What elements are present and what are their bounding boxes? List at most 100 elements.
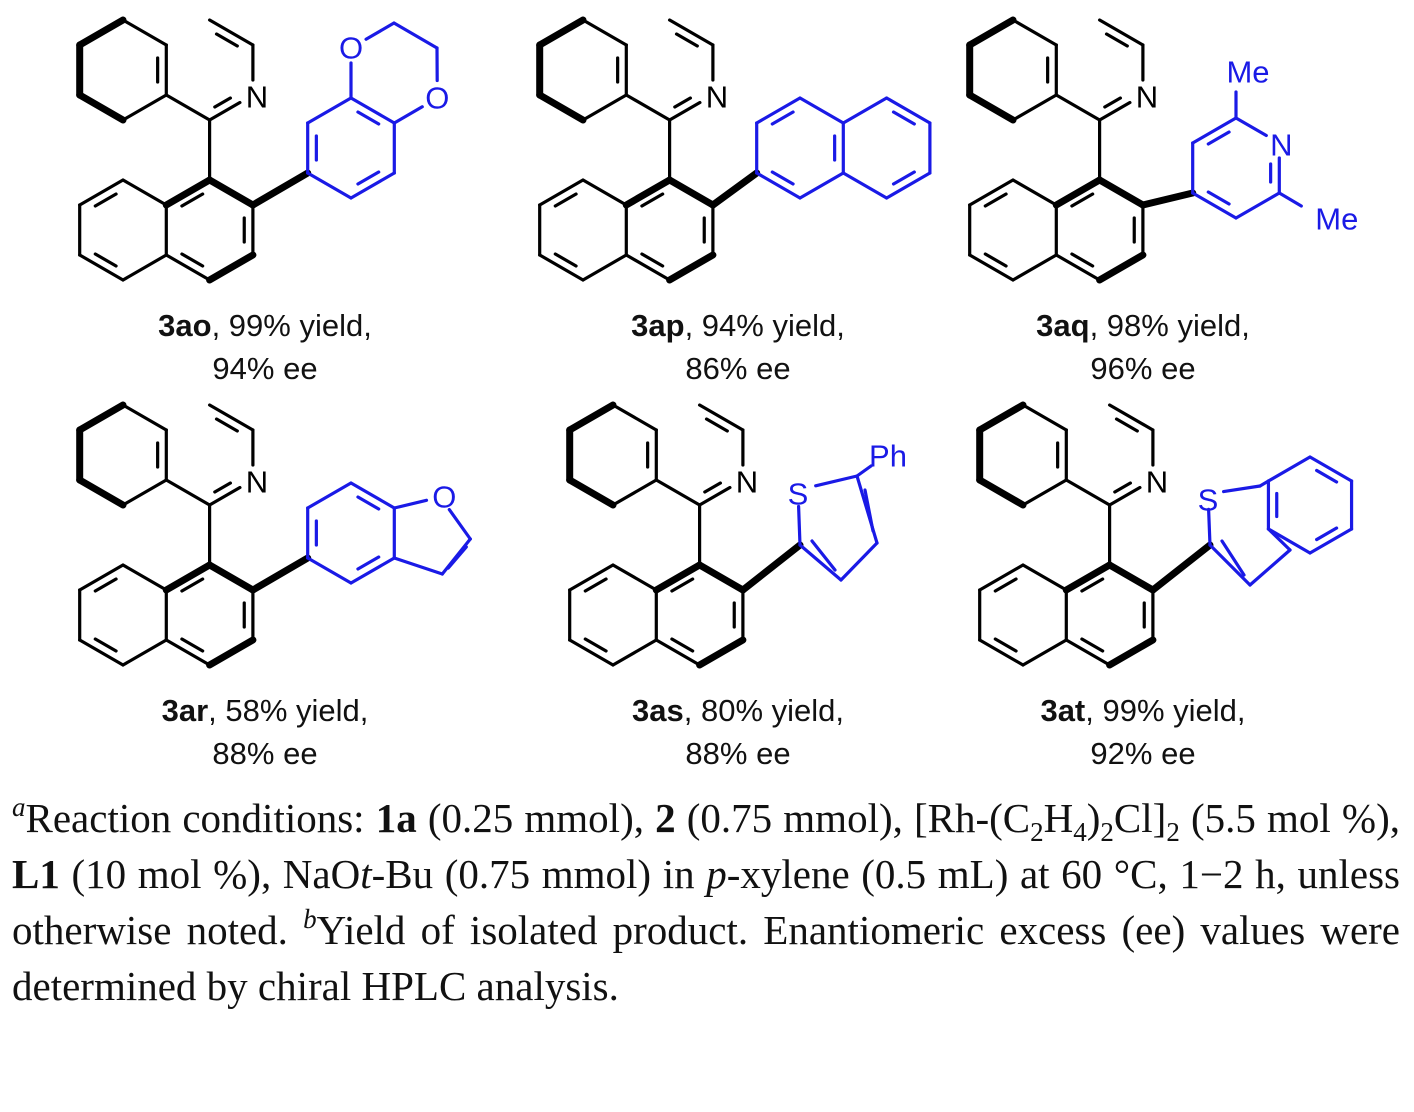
double-bond-inner-line [670,577,695,593]
double-bond-inner-line [1315,526,1339,542]
bond [739,541,804,594]
bond [1308,455,1354,483]
bond [978,638,1025,667]
bond [1107,403,1155,432]
table-footnote: aReaction conditions: 1a (0.25 mmol), 2 … [12,792,1400,1010]
bond [884,96,932,125]
bond [538,253,585,282]
atom-label-me: Me [1226,55,1269,90]
bond [349,481,396,510]
bond [1248,548,1292,587]
bond [76,16,127,49]
bond [1052,176,1104,209]
bond [654,638,702,667]
bond [121,563,168,592]
double-bond-inner-line [1113,481,1132,494]
double-bond-inner-line [891,110,916,126]
double-bond-inner-line [1103,96,1122,109]
bond [1191,191,1238,220]
bond [1064,478,1112,507]
bond [78,253,125,282]
double-bond-inner-line [180,252,205,268]
bond [164,253,212,282]
bond [611,638,658,667]
bond [1206,507,1212,547]
bond [1191,116,1238,145]
bond [392,105,424,125]
double-bond-inner-line [1070,252,1095,268]
bond [968,253,1015,282]
double-bond-inner-line [214,32,239,48]
bond [78,563,125,592]
bond [855,464,873,478]
bond [164,93,212,122]
bond [624,93,672,122]
bond [611,478,658,507]
bond [121,478,168,507]
bond [566,401,617,434]
bond [1011,18,1058,47]
compound-label-3ao: 3ao, 99% yield,94% ee [158,308,372,386]
bond [208,403,255,432]
bond [306,96,353,125]
bond [1054,253,1102,282]
bond [1097,100,1132,122]
bond [306,171,353,200]
bond [1106,636,1157,669]
atom-label-n: N [706,80,728,115]
bond [654,478,702,507]
bond [1234,191,1281,220]
bond [364,21,396,41]
double-bond-inner-line [983,252,1008,268]
double-bond-inner-line [93,252,118,268]
bond [1054,93,1102,122]
bond [841,171,889,200]
bond [968,178,1015,207]
bond [162,561,214,594]
bond [76,91,127,124]
bond [206,636,257,669]
double-bond-inner-line [93,577,118,593]
bond [581,253,628,282]
bond [121,93,168,122]
bond [966,16,1017,49]
bond [206,561,257,594]
double-bond-inner-line [993,577,1018,593]
bond [162,176,214,209]
bond [1021,638,1068,667]
double-bond-inner-line [446,545,468,570]
bond [697,485,732,507]
bond [798,96,845,125]
bond [447,508,472,541]
double-bond-inner-line [640,192,665,208]
double-bond-inner-line [1104,32,1129,48]
bond [709,169,761,209]
bond [1096,251,1147,284]
bond [581,178,628,207]
bond [249,554,312,594]
bond [666,251,717,284]
bond [78,178,125,207]
bond [1062,561,1114,594]
bond [349,171,396,200]
bond [855,474,879,545]
bond [121,403,168,432]
bond [164,478,212,507]
bond [581,18,628,47]
double-bond-inner-line [770,170,795,186]
atom-label-n: N [1270,128,1292,163]
bond [1208,543,1252,587]
bond [966,91,1017,124]
bond [1096,176,1147,209]
bond [814,474,859,488]
double-bond-inner-line [670,637,695,653]
bond [798,543,843,582]
atom-label-o: O [339,31,363,66]
bond [1011,93,1058,122]
bond [696,561,747,594]
bond [392,498,429,510]
bond [76,476,127,509]
atom-label-me: Me [1315,202,1358,237]
bond [208,18,255,47]
